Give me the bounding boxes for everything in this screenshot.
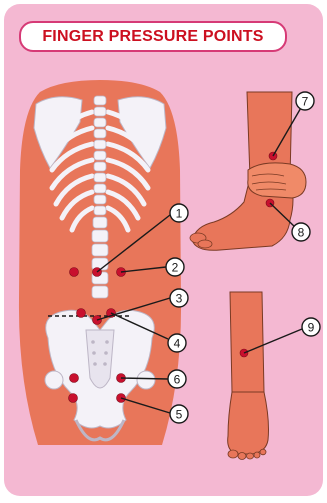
- pressure-dot-left-2: [70, 268, 79, 277]
- foot-front: [228, 392, 269, 454]
- pressure-dot-left-6: [70, 374, 79, 383]
- point-label-3: 3: [170, 289, 188, 307]
- sacrum: [86, 330, 114, 388]
- foot-side-view: [190, 92, 306, 250]
- back-figure: [19, 80, 181, 445]
- pressure-dot-left-4: [77, 309, 86, 318]
- spine: [92, 96, 108, 298]
- svg-text:8: 8: [298, 226, 305, 240]
- left-hip-joint: [45, 371, 63, 389]
- point-label-1: 1: [170, 204, 188, 222]
- svg-text:1: 1: [176, 207, 183, 221]
- point-label-6: 6: [168, 370, 186, 388]
- point-label-5: 5: [170, 405, 188, 423]
- pressing-hand: [248, 163, 306, 198]
- svg-text:4: 4: [174, 337, 181, 351]
- right-hip-joint: [137, 371, 155, 389]
- svg-text:9: 9: [308, 321, 315, 335]
- shin-front: [230, 292, 264, 392]
- svg-text:5: 5: [176, 408, 183, 422]
- point-label-9: 9: [302, 318, 320, 336]
- point-label-4: 4: [168, 334, 186, 352]
- foot-front-view: [228, 292, 269, 460]
- svg-text:6: 6: [174, 373, 181, 387]
- svg-text:3: 3: [176, 292, 183, 306]
- svg-text:2: 2: [172, 261, 179, 275]
- point-label-7: 7: [296, 92, 314, 110]
- pressure-dot-left-5: [69, 394, 78, 403]
- point-label-8: 8: [292, 223, 310, 241]
- leader-line-6: [121, 378, 168, 379]
- svg-text:7: 7: [302, 95, 309, 109]
- point-label-2: 2: [166, 258, 184, 276]
